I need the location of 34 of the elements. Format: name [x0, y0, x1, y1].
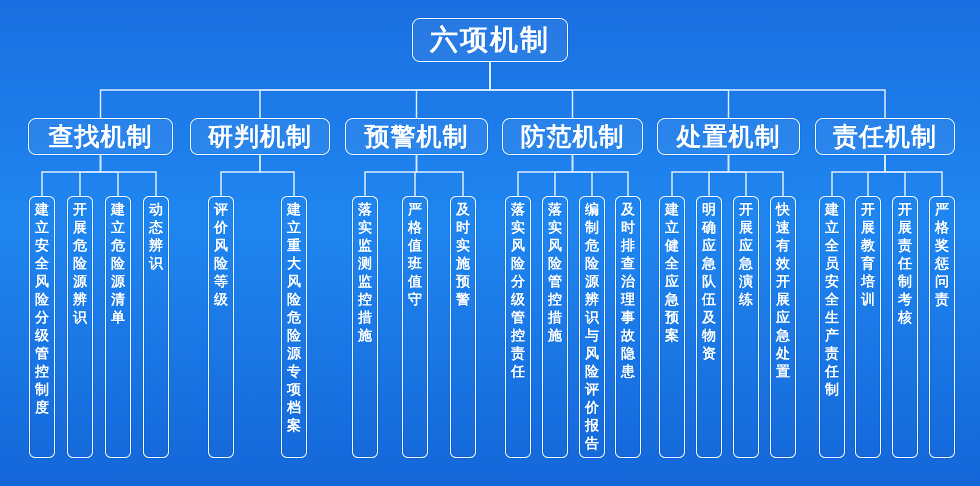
- item-box: 快速有效开展应急处置: [770, 196, 796, 458]
- item-box: 开展责任制考核: [892, 196, 918, 458]
- item-box: 建立危险源清单: [105, 196, 131, 458]
- mechanism-box: 防范机制: [502, 118, 643, 155]
- connector-line: [572, 155, 629, 196]
- item-box: 开展教育培训: [855, 196, 881, 458]
- item-box: 严格值班值守: [402, 196, 428, 458]
- mechanism-box: 查找机制: [28, 118, 173, 155]
- item-box: 编制危险源辨识与风险评价报告: [579, 196, 605, 458]
- mechanism-box: 处置机制: [657, 118, 800, 155]
- item-box: 建立全员安全生产责任制: [819, 196, 845, 458]
- item-box: 落实监测监控措施: [352, 196, 378, 458]
- mechanism-box: 责任机制: [815, 118, 955, 155]
- mechanism-box: 研判机制: [190, 118, 330, 155]
- item-box: 开展危险源辨识: [67, 196, 93, 458]
- item-box: 落实风险管控措施: [542, 196, 568, 458]
- connector-line: [884, 155, 943, 196]
- item-box: 严格奖惩问责: [929, 196, 955, 458]
- item-box: 建立安全风险分级管控制度: [29, 196, 55, 458]
- connector-line: [259, 155, 295, 196]
- item-box: 动态辨识: [143, 196, 169, 458]
- item-box: 及时实施预警: [450, 196, 476, 458]
- item-box: 落实风险分级管控责任: [505, 196, 531, 458]
- mechanism-box: 预警机制: [345, 118, 488, 155]
- item-box: 建立重大风险危险源专项档案: [281, 196, 307, 458]
- item-box: 开展应急演练: [733, 196, 759, 458]
- title-box: 六项机制: [412, 18, 568, 62]
- item-box: 明确应急队伍及物资: [696, 196, 722, 458]
- item-box: 建立健全应急预案: [659, 196, 685, 458]
- connector-line: [416, 155, 464, 196]
- item-box: 评价风险等级: [208, 196, 234, 458]
- connector-line: [100, 155, 157, 196]
- item-box: 及时排查治理事故隐患: [615, 196, 641, 458]
- connector-line: [728, 155, 784, 196]
